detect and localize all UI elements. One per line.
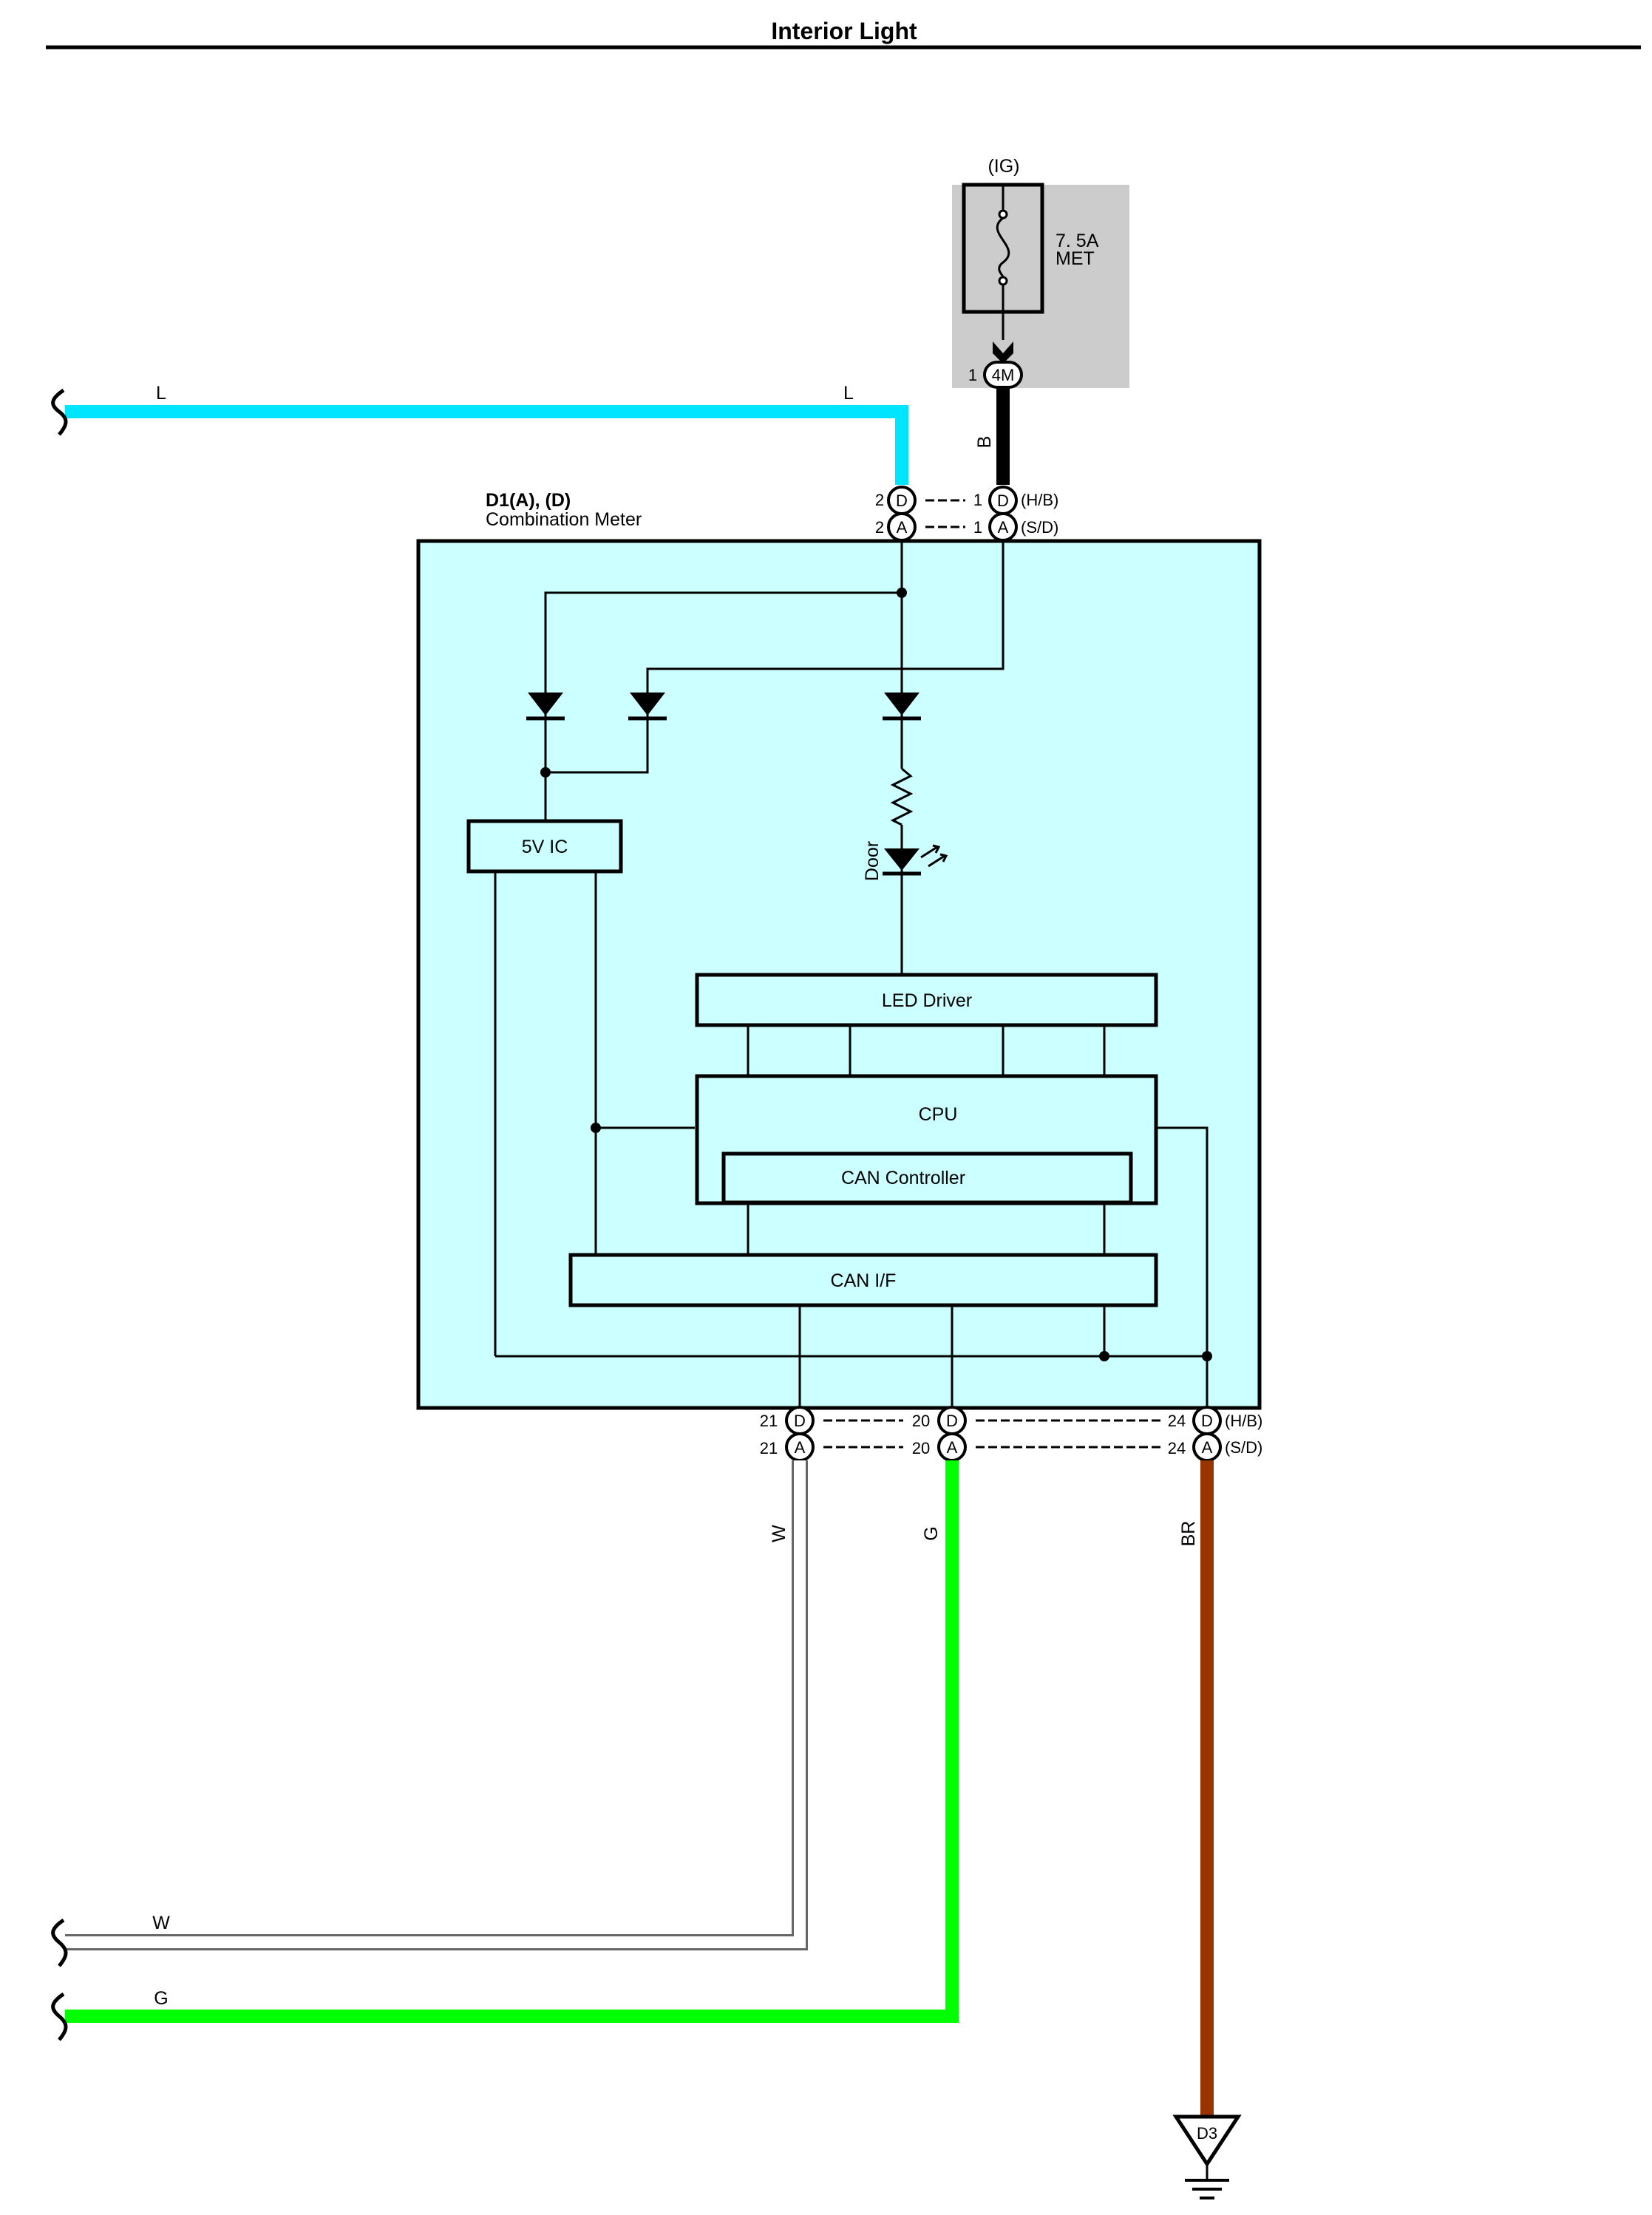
door-led-icon [884, 848, 920, 871]
ground-label: D3 [1197, 2124, 1217, 2143]
top-connectors: 2 2 D A 1 1 D A (H/B) (S/D) [875, 486, 1058, 542]
fuse-source-label: (IG) [988, 156, 1019, 177]
wire-b-label: B [974, 436, 995, 449]
wire-w-group: W W [51, 1460, 808, 1967]
pin-21-hb-number: 21 [760, 1412, 778, 1430]
junction-ground-rail [1099, 1351, 1109, 1361]
can-if-block [568, 1253, 1158, 1307]
fuse-connector-pin-number: 1 [968, 366, 977, 384]
variant-sd-top: (S/D) [1021, 518, 1058, 537]
wire-w-outline [65, 1460, 808, 1950]
pin-1-hb-number: 1 [973, 491, 982, 509]
wire-w-label-horizontal: W [152, 1913, 170, 1933]
junction-ic-cpu [591, 1123, 601, 1133]
wire-g-break-icon [51, 1992, 68, 2041]
led-driver-block [695, 973, 1158, 1027]
pin-20-sd-letter: A [947, 1438, 958, 1457]
ground-point-icon [1172, 2114, 1242, 2168]
fuse-connector-label: 4M [992, 366, 1015, 384]
wire-cpu-ground [1156, 1126, 1209, 1408]
pin-2-sd-letter: A [897, 518, 908, 537]
wire-g [65, 1460, 959, 2023]
wire-g-label-horizontal: G [154, 1988, 168, 2009]
wire-br-label: BR [1178, 1521, 1199, 1547]
pin-20-sd-number: 20 [912, 1439, 930, 1457]
pin-1-sd-letter: A [998, 518, 1009, 537]
pin-21-hb-letter: D [794, 1412, 806, 1430]
5v-ic-label: 5V IC [522, 837, 568, 857]
light-emission-icon [920, 844, 948, 868]
fuse-element-icon [996, 217, 1010, 278]
page-title: Interior Light [771, 18, 917, 44]
bottom-connectors: 21 21 D A 20 20 D A 24 24 D A (H/B) (S/D… [760, 1406, 1262, 1462]
pin-21-sd-number: 21 [760, 1439, 778, 1457]
wire-diode-left [544, 591, 902, 721]
wire-br-group: BR D3 [1172, 1460, 1242, 2199]
fuse-connector-arrow-icon [993, 341, 1013, 364]
wire-l [65, 405, 908, 485]
wire-g-group: G G [51, 1460, 959, 2041]
fuse-terminal-top [998, 209, 1008, 220]
fuse-rating: 7. 5A [1056, 231, 1099, 251]
pin-2-hb-number: 2 [875, 491, 884, 509]
fuse-name: MET [1056, 248, 1095, 269]
wire-w-break-icon [51, 1918, 68, 1967]
wire-g-label-vertical: G [921, 1526, 942, 1540]
door-led-label: Door [862, 841, 883, 881]
variant-sd-bottom: (S/D) [1225, 1438, 1262, 1457]
variant-hb-top: (H/B) [1021, 491, 1058, 509]
5v-ic-block [466, 819, 623, 874]
pin-1-hb-letter: D [997, 491, 1009, 510]
diode-left-icon [528, 693, 563, 715]
pin-2-sd-number: 2 [875, 518, 884, 537]
fuse-box: (IG) 7. 5A MET 4M 1 [952, 156, 1129, 389]
wire-w-label-vertical: W [769, 1525, 789, 1542]
wire-l-break-icon [51, 388, 68, 436]
wire-diode-merge [545, 721, 649, 774]
cpu-label: CPU [919, 1104, 958, 1125]
meter-connector-label: D1(A), (D) [486, 490, 571, 511]
can-controller-label: CAN Controller [841, 1168, 965, 1188]
can-if-label: CAN I/F [831, 1270, 897, 1291]
pin-20-hb-number: 20 [912, 1412, 930, 1430]
wire-l-label-right: L [843, 383, 854, 404]
diode-led-icon [884, 693, 920, 715]
pin-2-hb-letter: D [896, 491, 908, 510]
pin-24-sd-number: 24 [1168, 1439, 1186, 1457]
junction-ic [540, 767, 551, 778]
can-controller-block [721, 1151, 1133, 1205]
fuse-terminal-bottom [998, 276, 1008, 286]
meter-internal-wiring: Door [494, 540, 1212, 1408]
pin-20-hb-letter: D [946, 1412, 958, 1430]
pin-24-sd-letter: A [1202, 1438, 1213, 1457]
pin-24-hb-number: 24 [1168, 1412, 1186, 1430]
pin-1-sd-number: 1 [973, 518, 982, 537]
pin-24-hb-letter: D [1201, 1412, 1213, 1430]
pin-21-sd-letter: A [795, 1438, 806, 1457]
resistor-icon [890, 767, 914, 826]
wire-l-label-left: L [156, 383, 166, 404]
wire-l-group: L L [51, 383, 908, 485]
led-driver-label: LED Driver [882, 990, 972, 1011]
variant-hb-bottom: (H/B) [1225, 1412, 1262, 1430]
wire-w [65, 1460, 806, 1948]
junction-ground-right [1202, 1351, 1212, 1361]
diode-right-icon [630, 693, 665, 715]
meter-name: Combination Meter [486, 509, 642, 530]
